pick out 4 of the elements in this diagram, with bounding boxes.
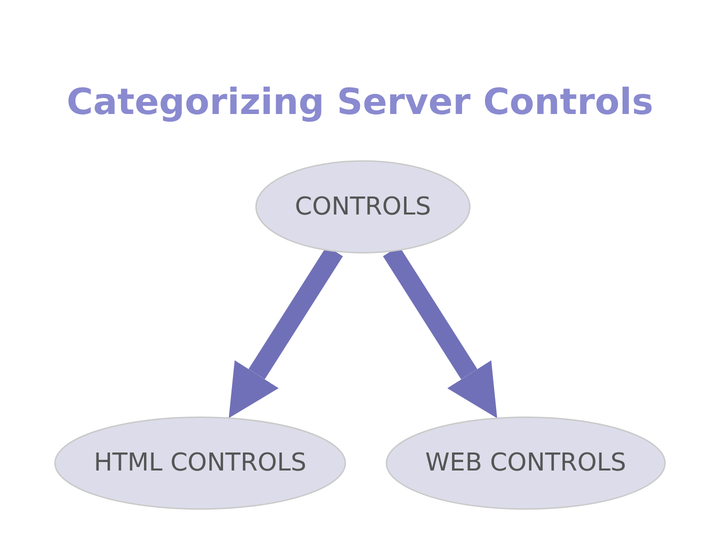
category-ellipse: CONTROLS: [255, 160, 471, 254]
category-ellipse: WEB CONTROLS: [386, 416, 666, 510]
category-ellipse: HTML CONTROLS: [54, 416, 346, 510]
slide-title: Categorizing Server Controls: [66, 82, 654, 123]
